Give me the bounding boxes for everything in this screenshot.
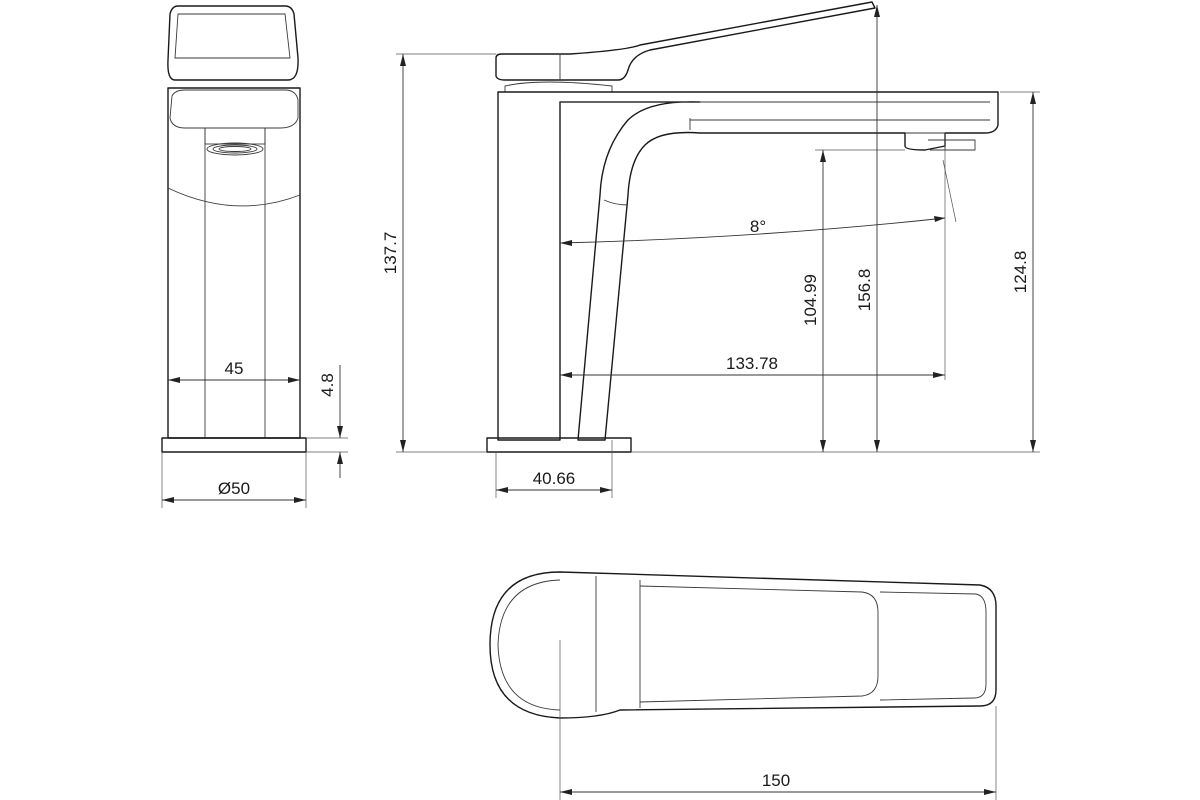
dim-150-label: 150 bbox=[762, 771, 790, 790]
side-view: 137.7 8° 104.99 156.8 124.8 133.78 bbox=[381, 1, 1040, 498]
side-handle bbox=[495, 1, 876, 81]
front-base bbox=[161, 437, 307, 453]
dim-156-8-label: 156.8 bbox=[855, 269, 874, 312]
front-lever bbox=[167, 5, 299, 81]
side-base bbox=[486, 437, 632, 453]
dim-45-label: 45 bbox=[225, 359, 244, 378]
dim-angle-label: 8° bbox=[750, 217, 766, 236]
dim-40-66-label: 40.66 bbox=[533, 469, 576, 488]
dim-133-78-label: 133.78 bbox=[726, 354, 778, 373]
dim-124-8-label: 124.8 bbox=[1011, 251, 1030, 294]
front-view: 45 Ø50 4.8 bbox=[161, 5, 348, 508]
dim-4-8-label: 4.8 bbox=[318, 373, 337, 397]
dim-104-99-label: 104.99 bbox=[801, 274, 820, 326]
front-aerator bbox=[204, 127, 266, 145]
top-view: 150 bbox=[489, 571, 997, 800]
dim-diameter-label: Ø50 bbox=[218, 479, 250, 498]
front-body bbox=[167, 87, 301, 439]
side-body bbox=[497, 91, 999, 441]
top-outline bbox=[489, 571, 997, 719]
dim-137-7-label: 137.7 bbox=[381, 232, 400, 275]
